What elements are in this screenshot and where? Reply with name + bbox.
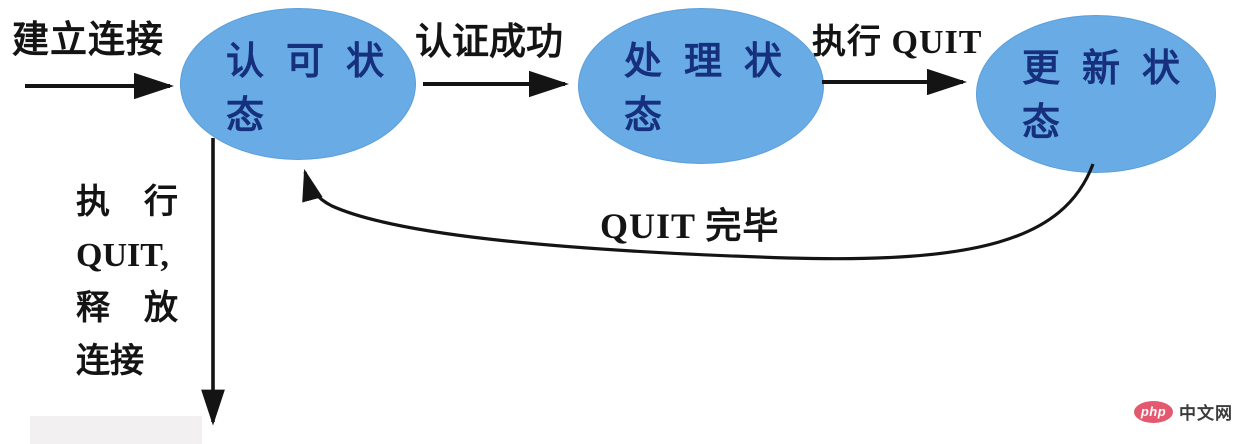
release-line-4: 连接 (76, 343, 144, 380)
label-establish-connection: 建立连接 (12, 20, 164, 61)
node-label-line2: 态 (1022, 102, 1083, 144)
label-execute-quit-release-connection: 执 行 QUIT, 释 放 连接 (76, 176, 196, 388)
node-label-line1: 更新状 (1022, 48, 1203, 90)
node-transaction-state: 处理状 态 (578, 8, 824, 164)
label-auth-success: 认证成功 (415, 22, 563, 63)
label-quit-complete: QUIT 完毕 (600, 206, 780, 246)
node-label-line1: 处理状 (624, 41, 805, 83)
label-execute-quit: 执行 QUIT (812, 24, 983, 61)
background-artifact (30, 416, 202, 444)
release-line-3: 释 放 (76, 290, 178, 327)
release-line-1: 执 行 (76, 184, 178, 221)
node-update-state: 更新状 态 (976, 15, 1216, 173)
php-logo-badge: php (1134, 400, 1173, 423)
php-logo-text: php (1140, 404, 1167, 419)
release-line-2: QUIT, (76, 237, 169, 274)
node-label-line2: 态 (624, 95, 685, 137)
php-chinese-site-watermark: php 中文网 (1134, 399, 1233, 424)
node-label-line1: 认可状 (226, 41, 407, 83)
watermark-site-text: 中文网 (1179, 404, 1233, 423)
node-label-line2: 态 (226, 95, 287, 137)
node-authorization-state: 认可状 态 (180, 8, 416, 160)
